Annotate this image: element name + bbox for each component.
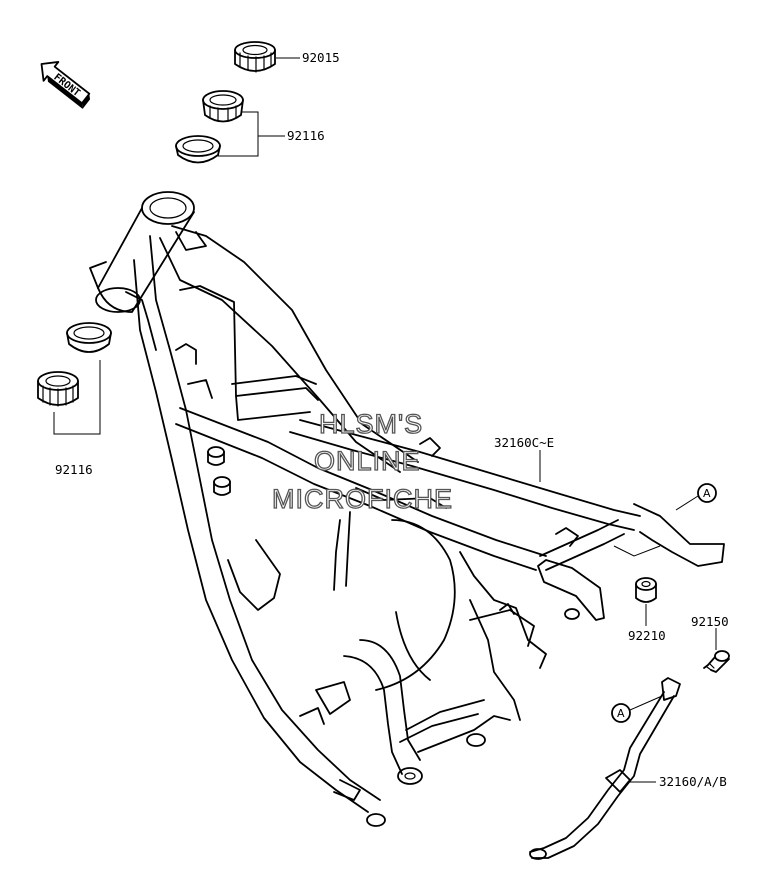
part-label-92015: 92015: [302, 50, 340, 65]
svg-text:A: A: [703, 487, 711, 500]
motorcycle-frame: [89, 191, 547, 827]
lower-bearing-race: [66, 322, 112, 353]
part-label-92116-lower: 92116: [55, 462, 93, 477]
callout-a-upper: A: [675, 483, 717, 511]
steering-stem-nut: [234, 41, 276, 73]
bolt-92150: [703, 650, 730, 673]
part-label-32160c-e: 32160C~E: [494, 435, 554, 450]
watermark-line-1: HLSM'S: [319, 409, 423, 439]
lower-bearing: [37, 371, 79, 407]
svg-text:A: A: [617, 707, 625, 720]
watermark-line-2: ONLINE: [314, 446, 421, 476]
part-label-32160-a-b: 32160/A/B: [659, 774, 727, 789]
part-label-92116-upper: 92116: [287, 128, 325, 143]
nut-92210: [635, 577, 657, 603]
watermark: HLSM'S ONLINE MICROFICHE: [271, 408, 453, 514]
lower-strut-32160: [529, 677, 681, 860]
part-label-92150: 92150: [691, 614, 729, 629]
part-label-92210: 92210: [628, 628, 666, 643]
front-arrow: FRONT: [40, 61, 91, 109]
upper-bearing: [202, 90, 244, 123]
callout-a-lower: A: [611, 695, 663, 723]
watermark-line-3: MICROFICHE: [272, 484, 453, 514]
upper-bearing-race: [175, 135, 221, 164]
rear-subframe: [289, 419, 725, 621]
